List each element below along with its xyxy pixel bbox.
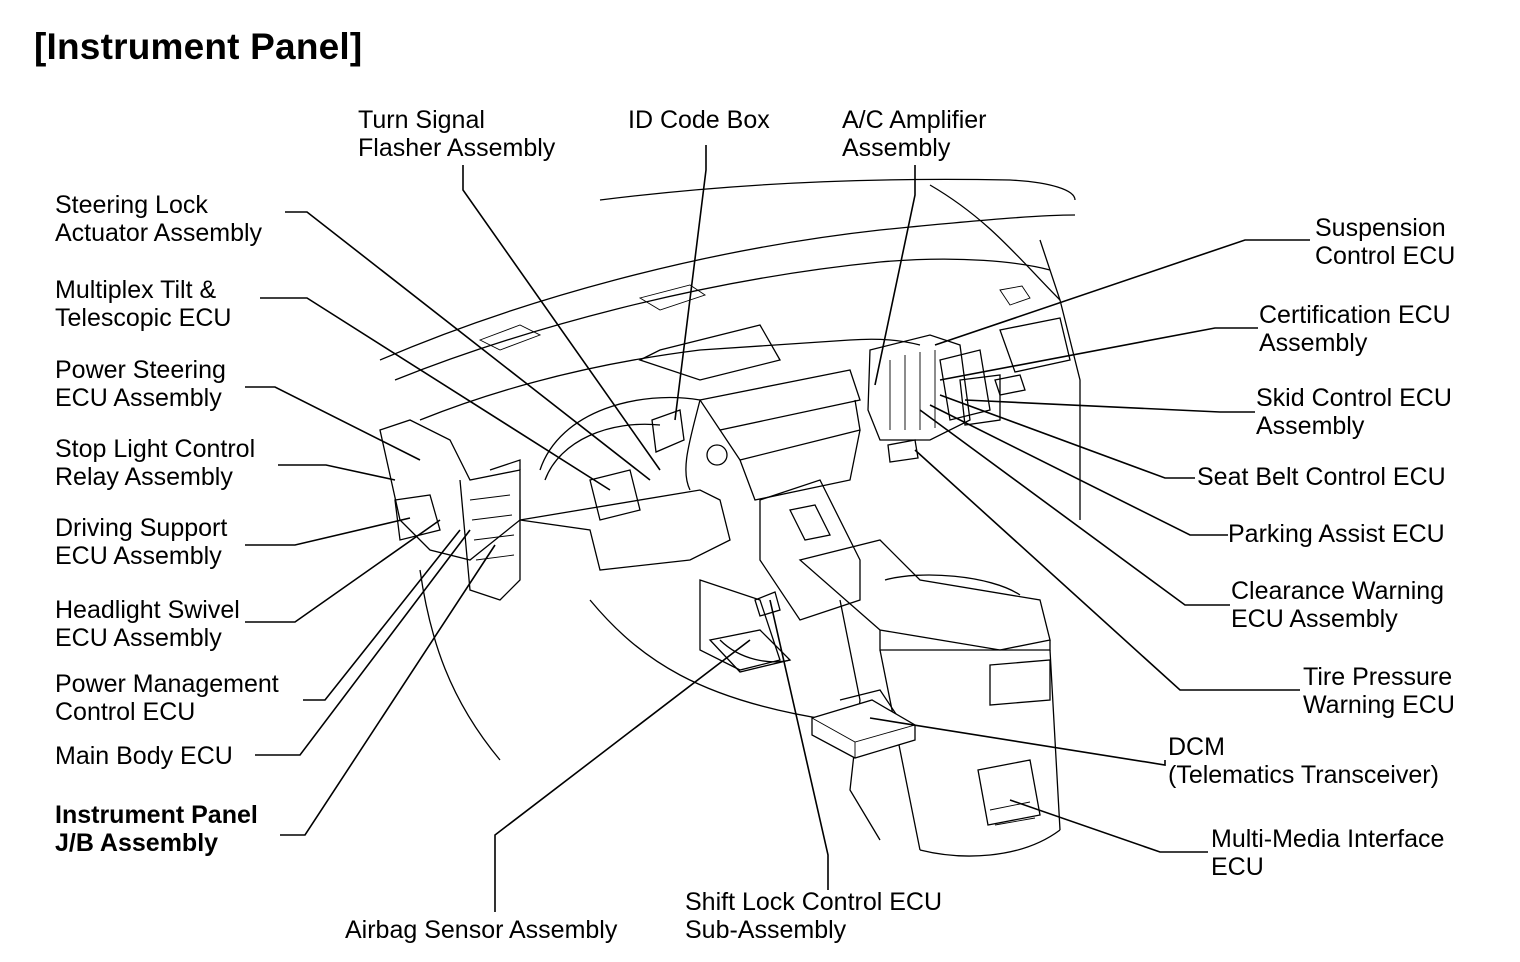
label-id-code-box: ID Code Box <box>628 106 770 134</box>
dashboard-drawing <box>379 178 1081 857</box>
label-airbag-sensor: Airbag Sensor Assembly <box>345 916 618 944</box>
page-title: [Instrument Panel] <box>34 26 363 67</box>
label-dcm: DCM(Telematics Transceiver) <box>1168 733 1439 789</box>
label-multiplex-tilt-telescopic: Multiplex Tilt &Telescopic ECU <box>55 276 232 332</box>
label-main-body-ecu: Main Body ECU <box>55 742 233 770</box>
label-parking-assist-ecu: Parking Assist ECU <box>1228 520 1445 548</box>
label-seat-belt-control-ecu: Seat Belt Control ECU <box>1197 463 1446 491</box>
leader-lines <box>245 145 1310 912</box>
